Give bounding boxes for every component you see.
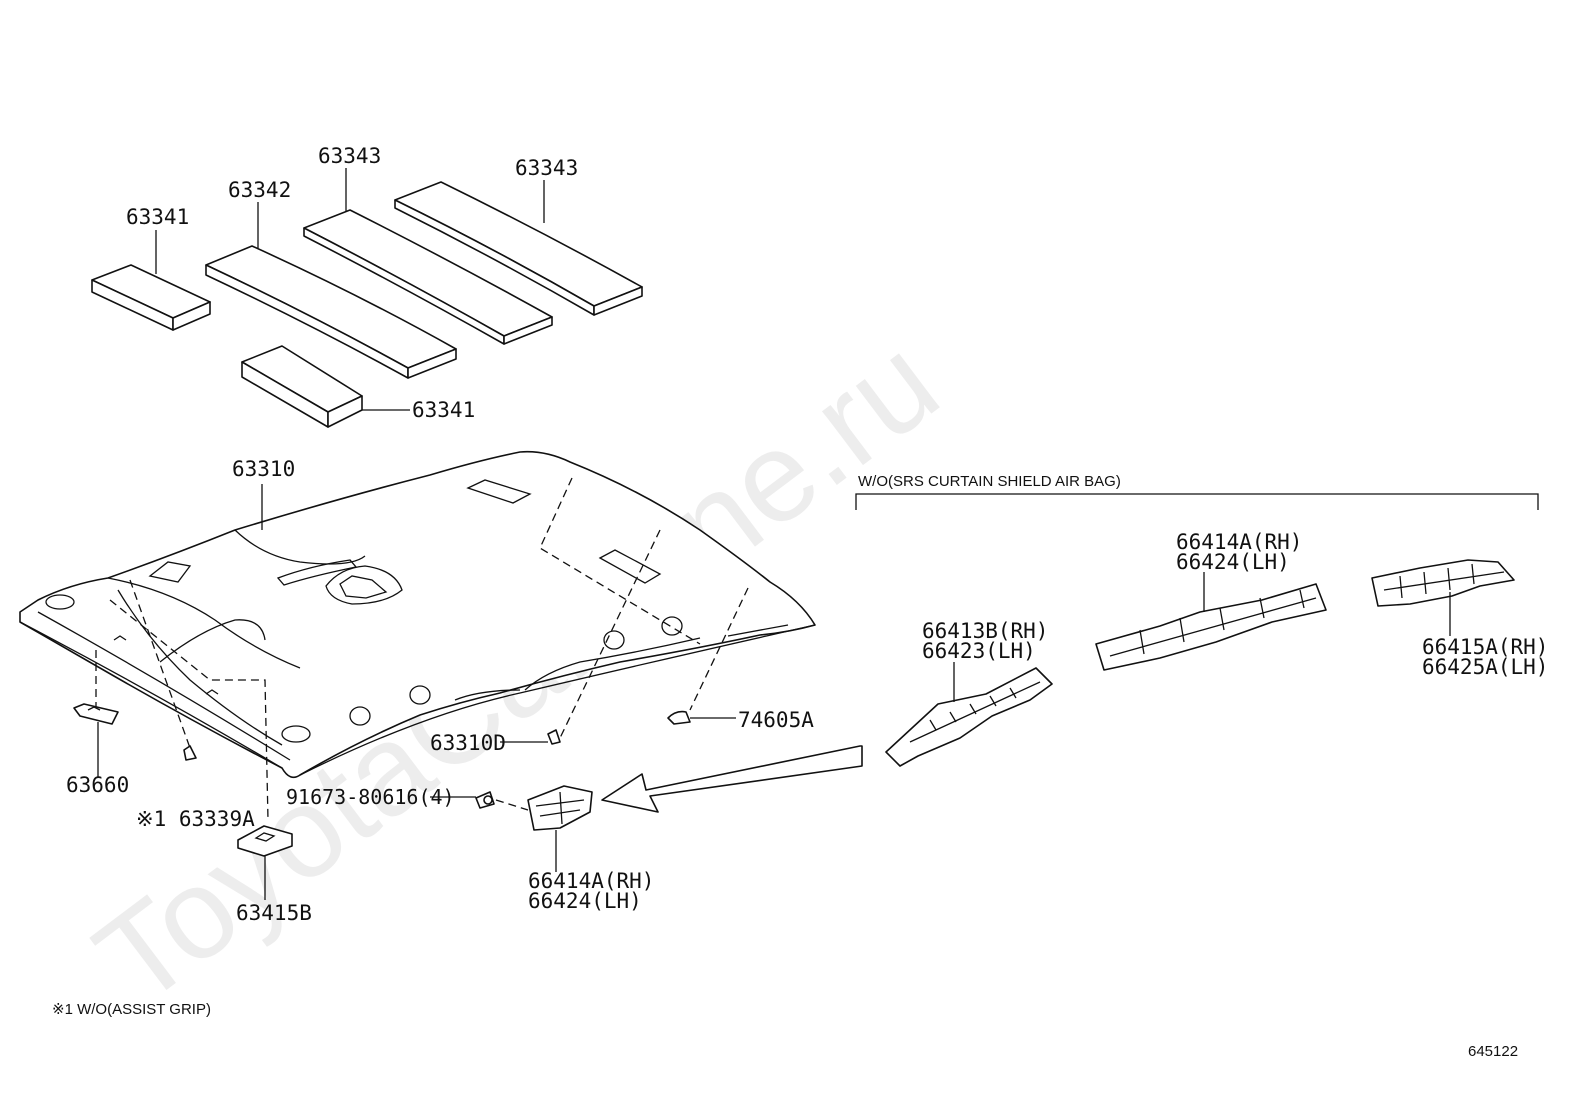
label-63341-top: 63341 — [126, 205, 189, 229]
label-63339A: ※1 63339A — [136, 807, 255, 831]
group-bracket-line — [855, 493, 1539, 510]
headliner-63310[interactable] — [19, 450, 816, 779]
label-63343-b: 63343 — [515, 156, 578, 180]
group-caption: W/O(SRS CURTAIN SHIELD AIR BAG) — [858, 473, 1121, 490]
pad-63341-top[interactable] — [91, 264, 211, 331]
label-66413B-rh: 66413B(RH) — [922, 619, 1048, 643]
pad-63343-right[interactable] — [394, 181, 643, 316]
pad-63343-middle[interactable] — [303, 209, 553, 345]
label-63343-a: 63343 — [318, 144, 381, 168]
label-63342: 63342 — [228, 178, 291, 202]
label-63310D: 63310D — [430, 731, 506, 755]
direction-arrow — [601, 745, 863, 813]
label-66414A-rh-bottom: 66414A(RH) — [528, 869, 654, 893]
label-66424-lh-bottom: 66424(LH) — [528, 889, 642, 913]
label-66415A-rh: 66415A(RH) — [1422, 635, 1548, 659]
retainer-66415A-66425A[interactable] — [1371, 559, 1515, 607]
label-66414A-rh-top: 66414A(RH) — [1176, 530, 1302, 554]
label-66424-lh-top: 66424(LH) — [1176, 550, 1290, 574]
diagram-code: 645122 — [1468, 1043, 1518, 1060]
label-74605A: 74605A — [738, 708, 814, 732]
label-63415B: 63415B — [236, 901, 312, 925]
pad-63341-bottom[interactable] — [241, 345, 363, 428]
label-66423-lh: 66423(LH) — [922, 639, 1036, 663]
label-66425A-lh: 66425A(LH) — [1422, 655, 1548, 679]
bolt-91673-80616[interactable] — [475, 791, 495, 809]
footnote: ※1 W/O(ASSIST GRIP) — [52, 1001, 211, 1018]
part-63415B[interactable] — [237, 825, 293, 857]
label-63310: 63310 — [232, 457, 295, 481]
part-63310D[interactable] — [547, 729, 561, 745]
part-63339A[interactable] — [183, 745, 197, 761]
retainer-66413B-66423[interactable] — [885, 667, 1053, 767]
label-63660: 63660 — [66, 773, 129, 797]
part-74605A[interactable] — [667, 710, 691, 725]
part-63660[interactable] — [73, 703, 119, 725]
label-63341-bottom: 63341 — [412, 398, 475, 422]
bracket-66414A-66424-single[interactable] — [527, 785, 593, 831]
pad-63342[interactable] — [205, 245, 457, 379]
retainer-66414A-66424[interactable] — [1095, 583, 1327, 671]
label-91673-80616: 91673-80616(4) — [286, 785, 455, 809]
